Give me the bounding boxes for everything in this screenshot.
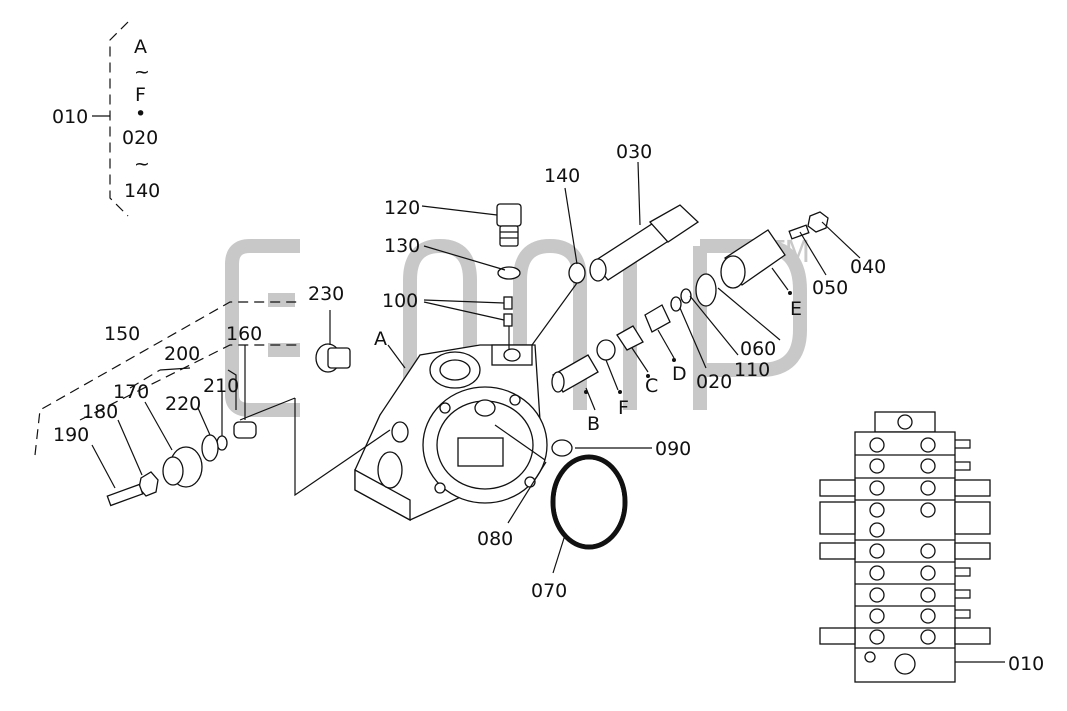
callout-140: 140: [544, 165, 580, 187]
label-c: C: [645, 375, 658, 397]
part-d-sleeve: [644, 304, 671, 333]
part-040-nut: [807, 211, 829, 233]
callout-060: 060: [740, 338, 776, 360]
bracket-item-f: F: [135, 84, 146, 106]
callout-200: 200: [164, 343, 200, 365]
part-230-plug: [315, 343, 351, 373]
part-070-o-ring: [550, 454, 628, 550]
part-c-spring: [616, 325, 644, 351]
callout-150: 150: [104, 323, 140, 345]
leader-lines: [91, 161, 1005, 663]
part-070-o-ring-inner: [555, 459, 623, 545]
part-050-screw: [788, 224, 810, 240]
part-110-ring: [680, 288, 692, 304]
part-170-plug: [162, 446, 203, 488]
callout-020: 020: [696, 371, 732, 393]
part-100-lower: [503, 313, 513, 327]
bracket-item-020: 020: [122, 127, 158, 149]
part-160-poppet: [233, 421, 257, 439]
callout-010: 010: [52, 106, 88, 128]
callout-100: 100: [382, 290, 418, 312]
part-120-plug: [496, 203, 522, 247]
callout-030: 030: [616, 141, 652, 163]
label-d: D: [672, 363, 687, 385]
callout-050: 050: [812, 277, 848, 299]
callout-190: 190: [53, 424, 89, 446]
dot-e: [788, 291, 792, 295]
callout-220: 220: [165, 393, 201, 415]
part-020-ring: [670, 296, 682, 312]
part-090-o-ring: [551, 439, 573, 457]
part-f-washer: [596, 339, 616, 361]
callout-080: 080: [477, 528, 513, 550]
callout-170: 170: [113, 381, 149, 403]
label-e: E: [790, 298, 802, 320]
part-140-o-ring: [568, 262, 586, 284]
callout-070: 070: [531, 580, 567, 602]
bracket-item-tilde-1: ~: [134, 61, 150, 83]
part-b-spool: [551, 354, 599, 393]
part-060-o-ring: [695, 273, 717, 307]
label-b: B: [587, 413, 600, 435]
callout-210: 210: [203, 375, 239, 397]
callout-130: 130: [384, 235, 420, 257]
callout-090: 090: [655, 438, 691, 460]
part-190-screw: [106, 483, 144, 507]
group-brackets: [34, 301, 391, 497]
label-f: F: [618, 397, 629, 419]
bracket-item-a: A: [134, 36, 147, 58]
assembly-inset: [819, 411, 991, 683]
part-220-o-ring: [201, 434, 219, 462]
callout-110: 110: [734, 359, 770, 381]
part-030-valve: [589, 204, 700, 282]
dot-d: [672, 358, 676, 362]
callout-010-assembly: 010: [1008, 653, 1044, 675]
part-100-upper: [503, 296, 513, 310]
callouts: 030 040 050 060 070 080 090 100 110 120 …: [53, 141, 1044, 675]
callout-160: 160: [226, 323, 262, 345]
bracket-item-140: 140: [124, 180, 160, 202]
part-e-cap: [720, 229, 786, 289]
bracket-item-dot: •: [135, 103, 146, 125]
callout-120: 120: [384, 197, 420, 219]
callout-180: 180: [82, 401, 118, 423]
part-080-pin: [494, 424, 546, 461]
dot-c: [646, 374, 650, 378]
label-a: A: [374, 328, 387, 350]
valve-body: [354, 344, 548, 522]
dot-b: [584, 390, 588, 394]
callout-040: 040: [850, 256, 886, 278]
letter-labels: A B C D E F: [374, 298, 802, 435]
bracket-group: 010 A ~ F • 020 ~ 140: [52, 21, 160, 217]
dot-f: [618, 390, 622, 394]
bracket-item-tilde-2: ~: [134, 153, 150, 175]
callout-230: 230: [308, 283, 344, 305]
